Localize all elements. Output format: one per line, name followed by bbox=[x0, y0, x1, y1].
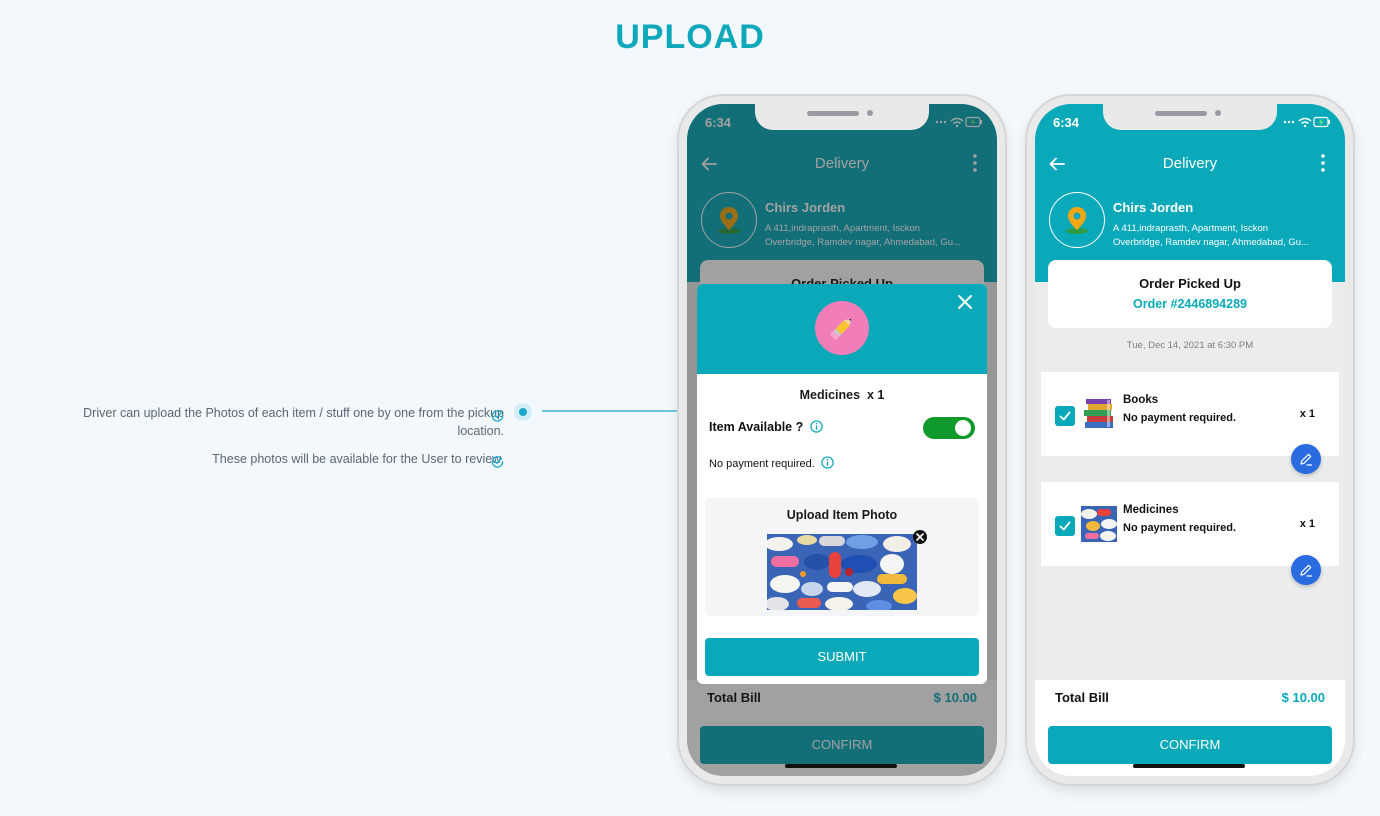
location-avatar bbox=[701, 192, 757, 248]
total-bill-label: Total Bill bbox=[1055, 690, 1109, 705]
edit-item-button[interactable] bbox=[1291, 555, 1321, 585]
item-available-row: Item Available ? bbox=[709, 417, 975, 441]
page-title: UPLOAD bbox=[615, 18, 765, 56]
item-available-text: Item Available ? bbox=[709, 420, 804, 434]
app-title: Delivery bbox=[814, 155, 870, 172]
order-card: Order Picked Up Order #2446894289 bbox=[1048, 260, 1332, 328]
edit-pencil-icon bbox=[1300, 564, 1313, 577]
connector-dot bbox=[514, 403, 532, 421]
item-checkbox[interactable] bbox=[1055, 406, 1075, 426]
customer-info: Chirs Jorden A 411,indraprasth, Apartmen… bbox=[1049, 192, 1337, 252]
status-icons bbox=[1283, 116, 1330, 128]
edit-pencil-icon bbox=[1300, 453, 1313, 466]
check-circle-icon bbox=[491, 410, 504, 422]
phone-screen: 6:34 Delivery bbox=[1035, 104, 1345, 776]
more-vertical-icon[interactable] bbox=[1321, 154, 1325, 172]
location-avatar bbox=[1049, 192, 1105, 248]
back-arrow-icon[interactable] bbox=[1047, 154, 1067, 174]
upload-photo-box[interactable]: Upload Item Photo bbox=[705, 498, 979, 616]
pencil-badge bbox=[815, 301, 869, 355]
modal-payment-note: No payment required. bbox=[709, 456, 834, 470]
status-time: 6:34 bbox=[1053, 115, 1080, 130]
item-payment: No payment required. bbox=[1123, 522, 1237, 534]
address-line-2: Overbridge, Ramdev nagar, Ahmedabad, Gu.… bbox=[1113, 237, 1309, 248]
bottom-bar: Total Bill $ 10.00 CONFIRM bbox=[1035, 680, 1345, 776]
status-time: 6:34 bbox=[705, 115, 732, 130]
list-item-books: Books No payment required. x 1 bbox=[1041, 372, 1339, 456]
location-pin-icon bbox=[1066, 207, 1088, 234]
modal-header bbox=[697, 284, 987, 374]
app-bar: Delivery bbox=[687, 140, 997, 188]
customer-address: A 411,indraprasth, Apartment, Isckon Ove… bbox=[1113, 222, 1339, 250]
order-status: Order Picked Up bbox=[1139, 276, 1241, 291]
checkmark-icon bbox=[1059, 411, 1071, 421]
connector-line bbox=[542, 410, 680, 412]
feature-note-review: These photos will be available for the U… bbox=[212, 452, 504, 466]
home-indicator bbox=[1133, 764, 1245, 768]
bottom-bar: Total Bill $ 10.00 CONFIRM bbox=[687, 680, 997, 776]
order-date: Tue, Dec 14, 2021 at 6:30 PM bbox=[1126, 340, 1254, 351]
item-payment: No payment required. bbox=[1123, 412, 1237, 424]
item-checkbox[interactable] bbox=[1055, 516, 1075, 536]
phone-item-list: 6:34 Delivery bbox=[1027, 96, 1353, 784]
modal-payment-text: No payment required. bbox=[709, 458, 815, 470]
customer-name: Chirs Jorden bbox=[765, 200, 846, 215]
item-quantity: x 1 bbox=[1299, 518, 1315, 530]
info-icon[interactable] bbox=[821, 456, 834, 469]
remove-photo-button[interactable] bbox=[913, 530, 927, 544]
confirm-button[interactable]: CONFIRM bbox=[1048, 726, 1332, 764]
upload-photo-title: Upload Item Photo bbox=[786, 508, 898, 522]
books-icon bbox=[1084, 399, 1113, 428]
upload-modal: Medicines x 1 Item Available ? No paymen… bbox=[697, 284, 987, 684]
more-vertical-icon[interactable] bbox=[973, 154, 977, 172]
total-bill-label: Total Bill bbox=[707, 690, 761, 705]
edit-item-button[interactable] bbox=[1291, 444, 1321, 474]
item-name: Medicines bbox=[1123, 504, 1179, 516]
pills-icon bbox=[1081, 506, 1117, 542]
item-available-toggle[interactable] bbox=[923, 417, 975, 439]
total-bill-value: $ 10.00 bbox=[933, 690, 977, 705]
check-circle-icon bbox=[491, 456, 504, 468]
close-icon[interactable] bbox=[957, 294, 973, 310]
status-bar: 6:34 bbox=[1053, 115, 1331, 131]
phone-upload-modal: 6:34 Delivery bbox=[679, 96, 1005, 784]
item-name: Books bbox=[1123, 394, 1159, 406]
submit-button[interactable]: SUBMIT bbox=[705, 638, 979, 676]
customer-name: Chirs Jorden bbox=[1113, 200, 1194, 215]
confirm-button[interactable]: CONFIRM bbox=[700, 726, 984, 764]
modal-item-title: Medicines x 1 bbox=[799, 388, 885, 402]
feature-note-upload: Driver can upload the Photos of each ite… bbox=[83, 406, 504, 438]
phone-screen: 6:34 Delivery bbox=[687, 104, 997, 776]
phone-notch bbox=[755, 104, 929, 130]
app-title: Delivery bbox=[1162, 155, 1218, 172]
app-bar: Delivery bbox=[1035, 140, 1345, 188]
customer-info: Chirs Jorden A 411,indraprasth, Apartmen… bbox=[701, 192, 989, 252]
back-arrow-icon[interactable] bbox=[699, 154, 719, 174]
pencil-icon bbox=[829, 318, 852, 341]
phone-notch bbox=[1103, 104, 1277, 130]
location-pin-icon bbox=[718, 207, 740, 234]
checkmark-icon bbox=[1059, 521, 1071, 531]
info-icon[interactable] bbox=[810, 420, 823, 433]
address-line-1: A 411,indraprasth, Apartment, Isckon bbox=[1113, 223, 1269, 234]
pills-image bbox=[767, 534, 917, 610]
order-number: Order #2446894289 bbox=[1133, 297, 1247, 311]
total-bill-value: $ 10.00 bbox=[1281, 690, 1325, 705]
close-icon bbox=[916, 533, 924, 541]
home-indicator bbox=[785, 764, 897, 768]
status-icons bbox=[935, 116, 982, 128]
item-quantity: x 1 bbox=[1299, 408, 1315, 420]
list-item-medicines: Medicines No payment required. x 1 bbox=[1041, 482, 1339, 566]
uploaded-photo bbox=[767, 534, 917, 610]
item-available-label: Item Available ? bbox=[709, 420, 823, 434]
status-bar: 6:34 bbox=[705, 115, 983, 131]
